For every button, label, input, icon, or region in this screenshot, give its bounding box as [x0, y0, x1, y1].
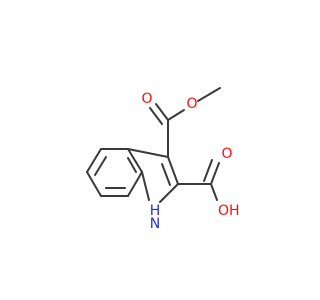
bond-c4-c5: [86, 148, 102, 173]
bond-ester-c-o-single: [167, 109, 185, 121]
bond-c3-c2-inner: [161, 163, 171, 186]
bond-c3a-c7a-inner: [127, 157, 137, 173]
acid-hydroxyl-label: OH: [218, 203, 240, 219]
ester-ether-oxygen-label: O: [186, 96, 197, 112]
bond-c5-c6: [86, 171, 102, 197]
bond-c3a-c3: [127, 148, 169, 158]
bond-ester-c-o-double-a: [155, 103, 169, 121]
bond-n1-c7a: [141, 171, 150, 201]
bond-acid-c-o-double-a: [210, 162, 220, 185]
acid-carbonyl-oxygen-label: O: [221, 146, 232, 162]
bond-acid-c-o-double-b: [203, 159, 213, 182]
bond-c4-c5-inner: [94, 156, 107, 176]
nh-nitrogen-label: N: [150, 216, 160, 232]
bond-c3-c2: [167, 156, 179, 185]
bond-c3a-c7a: [127, 148, 143, 173]
bond-o-methyl: [197, 87, 221, 102]
bond-c7-c7a: [127, 171, 143, 197]
molecule-structure-diagram: O O O OH H N: [86, 87, 240, 232]
ester-carbonyl-oxygen-label: O: [141, 91, 152, 107]
bond-c2-n1: [159, 183, 179, 203]
nh-hydrogen-label: H: [150, 203, 161, 219]
bond-ester-c-o-double-b: [149, 107, 163, 125]
bond-acid-c-oh: [210, 183, 218, 201]
